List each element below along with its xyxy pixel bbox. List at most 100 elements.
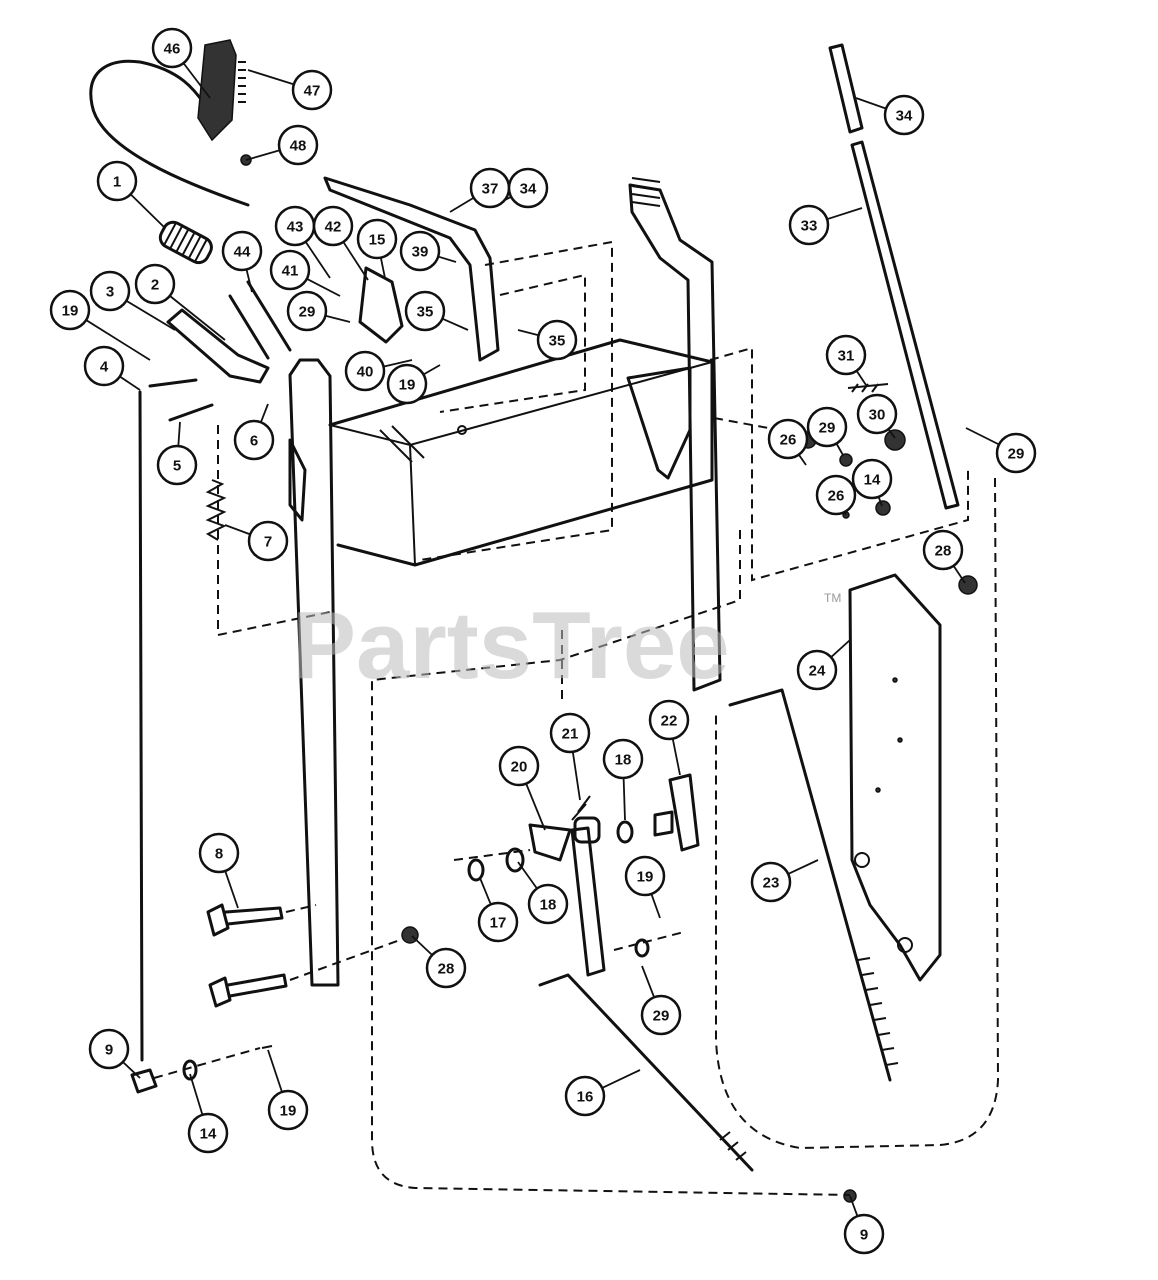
callout-label: 5 — [173, 458, 181, 475]
callout-circle — [83, 345, 125, 387]
callout-label: 22 — [661, 713, 678, 730]
callout-circle — [156, 444, 198, 486]
callout-leader-line — [952, 565, 966, 584]
callout-leader-line — [383, 359, 413, 368]
callout-3: 3 — [89, 270, 176, 331]
callout-42: 42 — [312, 205, 369, 281]
callout-label: 26 — [780, 432, 797, 449]
callout-22: 22 — [648, 699, 690, 776]
callout-label: 33 — [801, 218, 818, 235]
callout-leader-line — [798, 454, 807, 466]
callout-leader-line — [304, 241, 331, 279]
callout-label: 29 — [1008, 446, 1025, 463]
callout-40: 40 — [344, 350, 413, 392]
control-cable — [89, 59, 250, 207]
callout-29: 29 — [965, 427, 1037, 474]
callout-label: 39 — [412, 244, 429, 261]
callout-label: 9 — [105, 1042, 113, 1059]
callout-leader-line — [245, 269, 253, 293]
bracket-part-20 — [528, 823, 572, 862]
callout-circle — [796, 649, 838, 691]
callout-leader-line — [601, 1069, 641, 1089]
callout-circle — [843, 1213, 885, 1255]
callout-label: 40 — [357, 364, 374, 381]
callout-5: 5 — [156, 421, 198, 486]
callout-leader-line — [342, 241, 369, 281]
callout-leader-line — [517, 329, 539, 337]
callout-label: 9 — [860, 1227, 868, 1244]
callout-label: 23 — [763, 875, 780, 892]
callout-39: 39 — [399, 230, 457, 272]
callout-circle — [851, 458, 893, 500]
callout-label: 20 — [511, 759, 528, 776]
callout-14: 14 — [187, 1073, 229, 1154]
callout-label: 34 — [520, 181, 537, 198]
callout-label: 19 — [399, 377, 416, 394]
callout-label: 46 — [164, 41, 181, 58]
callout-30: 30 — [856, 393, 898, 439]
callout-leader-line — [247, 69, 295, 86]
callout-8: 8 — [198, 832, 240, 909]
callout-label: 42 — [325, 219, 342, 236]
callout-label: 15 — [369, 232, 386, 249]
callout-48: 48 — [245, 124, 319, 166]
callout-label: 29 — [653, 1008, 670, 1025]
callout-circle — [151, 27, 193, 69]
callout-14: 14 — [851, 458, 893, 507]
right-handle-tube — [628, 183, 722, 692]
callout-18: 18 — [602, 738, 644, 821]
callout-35: 35 — [517, 319, 578, 361]
callout-41: 41 — [269, 249, 341, 297]
callout-leader-line — [855, 97, 887, 110]
callout-circle — [825, 334, 867, 376]
callout-circle — [96, 160, 138, 202]
callout-label: 24 — [809, 663, 826, 680]
upper-lever-part — [323, 176, 500, 362]
callout-circle — [640, 994, 682, 1036]
callout-19: 19 — [49, 289, 151, 361]
callout-label: 35 — [417, 304, 434, 321]
callout-label: 14 — [200, 1126, 217, 1143]
callout-circle — [134, 263, 176, 305]
callout-label: 7 — [264, 534, 272, 551]
callout-leader-line — [826, 207, 863, 221]
callout-circle — [89, 270, 131, 312]
bolt-part-8a — [206, 903, 284, 937]
callout-4: 4 — [83, 345, 141, 391]
callout-label: 26 — [828, 488, 845, 505]
callout-circle — [386, 363, 428, 405]
mounting-plate-part — [848, 573, 942, 982]
callout-circle — [922, 529, 964, 571]
callout-label: 43 — [287, 219, 304, 236]
callout-leader-line — [517, 861, 538, 890]
callout-34: 34 — [855, 94, 925, 136]
left-bracket — [288, 438, 307, 522]
callout-leader-line — [641, 965, 655, 998]
callout-26: 26 — [767, 418, 809, 466]
callout-circle — [187, 1112, 229, 1154]
callout-circle — [788, 204, 830, 246]
callout-label: 8 — [215, 846, 223, 863]
callout-label: 6 — [250, 433, 258, 450]
callout-circle — [312, 205, 354, 247]
callout-circle — [344, 350, 386, 392]
callout-circle — [507, 167, 549, 209]
callout-circle — [49, 289, 91, 331]
callout-28: 28 — [922, 529, 966, 584]
callout-leader-line — [525, 783, 546, 831]
callout-leader-line — [245, 149, 280, 161]
callout-20: 20 — [498, 745, 546, 831]
shift-rod-part-16 — [538, 973, 754, 1172]
callout-44: 44 — [221, 230, 263, 293]
callout-circle — [767, 418, 809, 460]
link-rod-4 — [138, 378, 198, 1062]
callout-leader-line — [449, 197, 475, 213]
callout-leader-line — [437, 255, 457, 263]
callout-21: 21 — [549, 712, 591, 801]
callout-label: 21 — [562, 726, 579, 743]
lever-part — [166, 308, 270, 384]
callout-circle — [404, 290, 446, 332]
callout-leader-line — [571, 751, 581, 801]
console-slot — [379, 425, 425, 463]
callout-leader-line — [671, 738, 681, 776]
